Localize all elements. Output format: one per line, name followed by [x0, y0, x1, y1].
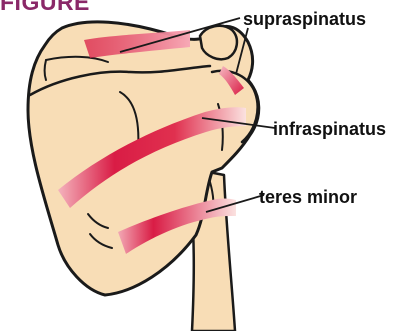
label-infraspinatus: infraspinatus — [273, 119, 386, 139]
label-teres-minor: teres minor — [259, 187, 357, 207]
acromion — [200, 26, 237, 60]
label-supraspinatus: supraspinatus — [243, 9, 366, 29]
